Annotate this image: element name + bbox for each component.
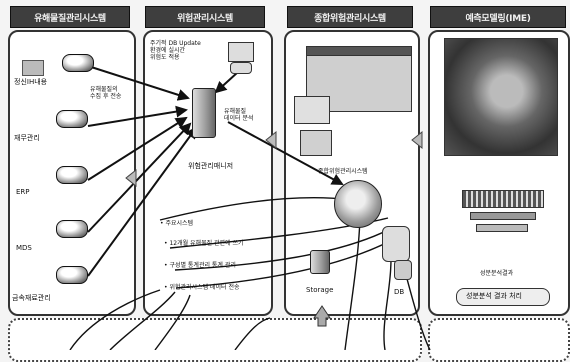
header-risk-management-system: 위험관리시스템 xyxy=(145,6,265,28)
monitor-icon xyxy=(228,42,254,62)
item-capsule-4 xyxy=(56,220,88,238)
person-photo xyxy=(444,38,558,156)
db-stack xyxy=(382,226,410,262)
right-storage-label: Storage xyxy=(306,286,333,294)
screenshot-small-1 xyxy=(294,96,330,124)
db-small xyxy=(394,260,412,280)
left-item-label-4: MDS xyxy=(16,244,32,252)
header-prediction-modeling: 예측모델링(IME) xyxy=(430,6,566,28)
item-capsule-1 xyxy=(62,54,94,72)
document-image xyxy=(462,190,544,208)
left-item-label-3: ERP xyxy=(16,188,30,196)
item-capsule-3 xyxy=(56,166,88,184)
item-capsule-2 xyxy=(56,110,88,128)
left-item-label-2: 재무관리 xyxy=(14,134,40,142)
header-hazardous-material-system: 유해물질관리시스템 xyxy=(10,6,130,28)
right-central-label: 종합위험관리시스템 xyxy=(318,168,368,175)
bottom-frame xyxy=(8,318,422,362)
left-item-label-5: 금속재료관리 xyxy=(12,294,51,302)
right-db-label: DB xyxy=(394,288,404,296)
middle-bullet-2: • 구성별 통계관리 통계 관리 xyxy=(164,262,236,269)
middle-section-title: • 주요시스템 xyxy=(160,220,193,227)
storage-server xyxy=(310,250,330,274)
central-disk xyxy=(334,180,382,228)
left-item-label-1: 정신IH내용 xyxy=(14,78,47,86)
risk-manager-server xyxy=(192,88,216,138)
header-integrated-risk-system: 종합위험관리시스템 xyxy=(287,6,413,28)
left-arrow-note: 유해물질의 수집 후 전송 xyxy=(90,86,121,100)
bottom-right-frame xyxy=(428,318,570,362)
screenshot-window-bar xyxy=(306,46,412,56)
database-icon xyxy=(230,62,252,74)
document-line xyxy=(470,212,536,220)
screenshot-small-2 xyxy=(300,130,332,156)
middle-server-label: 위험관리매니저 xyxy=(188,162,233,170)
far-right-caption: 성분분석결과 xyxy=(480,270,513,277)
far-right-footer: 성분분석 결과 처리 xyxy=(466,292,522,300)
middle-bullet-1: • 12개월 유해물질 관련에 쓰기 xyxy=(164,240,244,247)
panel-middle xyxy=(143,30,273,316)
item-capsule-5 xyxy=(56,266,88,284)
middle-top-note: 주기적 DB Update 환경에 실시간 위험도 적용 xyxy=(150,40,201,61)
server-side-note: 유해물질 데이터 분석 xyxy=(224,108,254,122)
middle-bullet-3: • 위험관리시스템 데이터 전송 xyxy=(164,284,240,291)
item-chart-icon xyxy=(22,60,44,76)
document-line-2 xyxy=(476,224,528,232)
